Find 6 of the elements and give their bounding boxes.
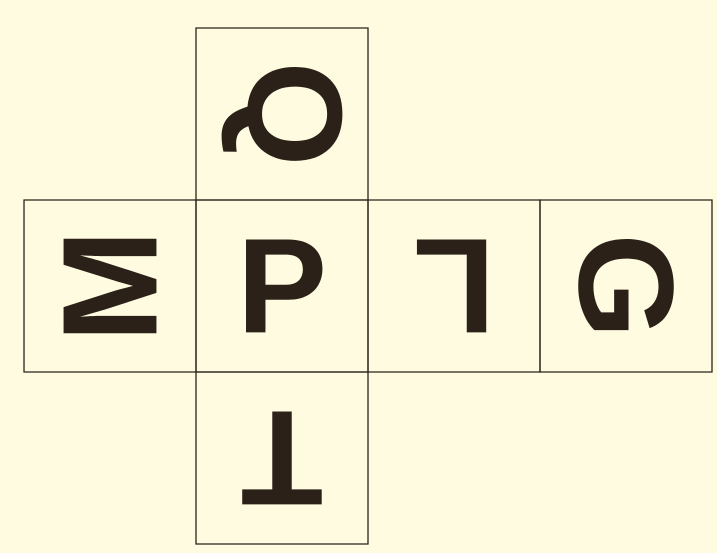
letter-box: L: [367, 199, 541, 373]
letter-box: Q: [195, 27, 369, 201]
letter-box: T: [195, 371, 369, 545]
letter-box: M: [23, 199, 197, 373]
letter-box: G: [539, 199, 713, 373]
letter-box: P: [195, 199, 369, 373]
